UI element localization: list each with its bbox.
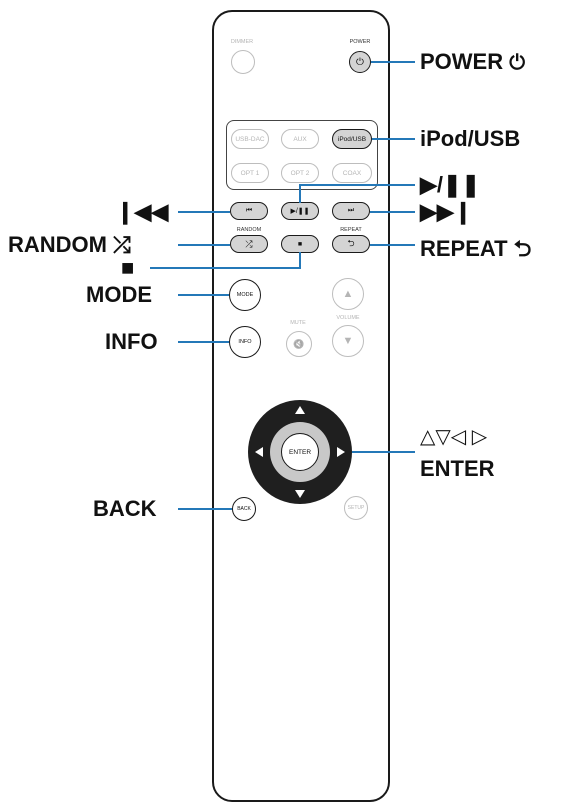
- aux-button[interactable]: AUX: [281, 129, 319, 149]
- power-callout: POWER ⏻: [420, 49, 525, 75]
- repeat-label: REPEAT: [340, 227, 362, 233]
- back-callout: BACK: [93, 496, 157, 521]
- random-callout-icon: ⤮: [113, 232, 131, 257]
- mute-label: MUTE: [290, 320, 306, 326]
- setup-button[interactable]: SETUP: [344, 496, 368, 520]
- repeat-leader-line: [370, 244, 415, 246]
- cursor-right-button[interactable]: [337, 447, 345, 457]
- cursor-down-button[interactable]: [295, 490, 305, 498]
- prev-leader-line: [178, 211, 230, 213]
- mode-callout: MODE: [86, 282, 152, 307]
- next-callout: ▶▶❙: [420, 199, 473, 224]
- usb-dac-button[interactable]: USB-DAC: [231, 129, 269, 149]
- coax-button[interactable]: COAX: [332, 163, 372, 183]
- ipod-usb-button[interactable]: iPod/USB: [332, 129, 372, 149]
- repeat-callout: REPEAT ⮌: [420, 232, 531, 270]
- info-button[interactable]: INFO: [229, 326, 261, 358]
- volume-up-icon: ▲: [342, 288, 354, 300]
- dimmer-button[interactable]: [231, 50, 255, 74]
- random-leader-line: [178, 244, 230, 246]
- stop-leader-line-h: [150, 267, 300, 269]
- mode-leader-line: [178, 294, 229, 296]
- random-callout-label: RANDOM: [8, 232, 107, 257]
- random-label: RANDOM: [236, 227, 262, 233]
- next-track-icon: ⏭: [347, 207, 355, 214]
- volume-up-button[interactable]: ▲: [332, 278, 364, 310]
- prev-callout: ❙◀◀: [116, 199, 169, 224]
- next-track-button[interactable]: ⏭: [332, 202, 370, 220]
- stop-icon: ■: [297, 240, 303, 248]
- cursor-callout: △▽◁ ▷: [420, 426, 488, 448]
- cursor-leader-line: [352, 451, 415, 453]
- play-pause-icon: ▶/❚❚: [290, 208, 310, 215]
- opt2-button[interactable]: OPT 2: [281, 163, 319, 183]
- play-pause-leader-line-h: [300, 184, 415, 186]
- volume-down-button[interactable]: ▼: [332, 325, 364, 357]
- stop-button[interactable]: ■: [281, 235, 319, 253]
- previous-track-button[interactable]: ⏮: [230, 202, 268, 220]
- stop-leader-line-v: [299, 252, 301, 269]
- power-label: POWER: [349, 39, 371, 45]
- enter-button[interactable]: ENTER: [281, 433, 319, 471]
- repeat-button[interactable]: ⮌: [332, 235, 370, 253]
- volume-down-icon: ▼: [342, 335, 354, 347]
- cursor-left-button[interactable]: [255, 447, 263, 457]
- play-pause-button[interactable]: ▶/❚❚: [281, 202, 319, 220]
- previous-track-icon: ⏮: [245, 207, 253, 214]
- random-button[interactable]: ⤮: [230, 235, 268, 253]
- shuffle-icon: ⤮: [245, 238, 253, 249]
- stop-callout: ■: [121, 255, 135, 280]
- power-callout-icon: ⏻: [509, 52, 526, 74]
- info-callout: INFO: [105, 329, 158, 354]
- back-button[interactable]: BACK: [232, 497, 256, 521]
- repeat-callout-icon: ⮌: [513, 236, 532, 261]
- next-leader-line: [370, 211, 415, 213]
- ipod-usb-callout: iPod/USB: [420, 126, 521, 151]
- power-button[interactable]: ⏻: [349, 51, 371, 73]
- back-leader-line: [178, 508, 232, 510]
- volume-label: VOLUME: [336, 315, 360, 321]
- enter-callout: ENTER: [420, 456, 495, 481]
- mute-icon: 🔇: [293, 338, 305, 349]
- power-icon: ⏻: [356, 56, 364, 68]
- mode-button[interactable]: MODE: [229, 279, 261, 311]
- ipod-usb-leader-line: [372, 138, 415, 140]
- mute-button[interactable]: 🔇: [286, 331, 312, 357]
- random-callout: RANDOM ⤮: [8, 232, 131, 258]
- repeat-callout-label: REPEAT: [420, 236, 508, 261]
- repeat-icon: ⮌: [347, 238, 355, 248]
- power-callout-label: POWER: [420, 49, 504, 74]
- play-pause-leader-line-v: [299, 184, 301, 203]
- power-leader-line: [371, 61, 415, 63]
- cursor-up-button[interactable]: [295, 406, 305, 414]
- opt1-button[interactable]: OPT 1: [231, 163, 269, 183]
- input-selector-panel: [226, 120, 378, 190]
- play-pause-callout: ▶/❚❚: [420, 172, 480, 197]
- info-leader-line: [178, 341, 229, 343]
- dimmer-label: DIMMER: [230, 39, 254, 45]
